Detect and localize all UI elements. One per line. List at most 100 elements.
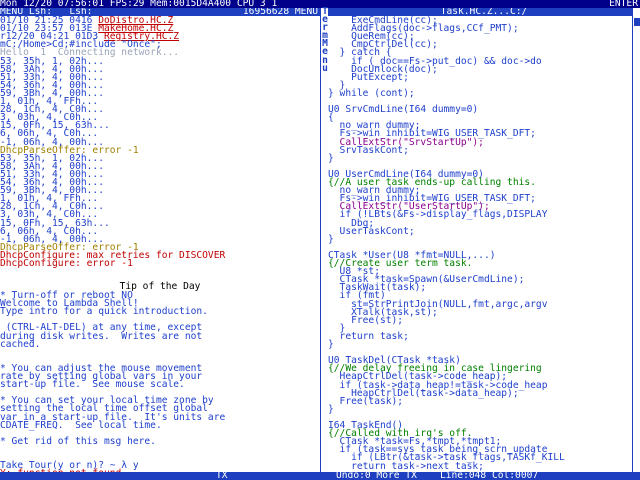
right-editor-pane[interactable]: Task.HC.Z...C:/ ExeCmdLine(cc); AddFlags…: [328, 8, 640, 472]
code-line[interactable]: } catch {: [328, 47, 392, 59]
terminal-line-text: 3, 03h, 4, C0h...: [0, 209, 99, 221]
tip-line: * Turn-off or reboot NO: [0, 290, 133, 301]
code-line[interactable]: XTalk(task,st);: [328, 306, 438, 318]
code-line[interactable]: return task->next_task;: [328, 460, 484, 472]
terminal-line-text: 54, 36h, 4, 00h...: [0, 79, 104, 91]
code-line[interactable]: QueRem(cc);: [328, 31, 415, 43]
code-line[interactable]: SrvTaskCont;: [328, 144, 409, 156]
code-line[interactable]: }: [328, 339, 334, 350]
terminal-line-text: 51, 33h, 4, 00h...: [0, 168, 104, 180]
code-line[interactable]: }: [328, 322, 346, 334]
code-line[interactable]: if (task==sys_task_being_scrn_update: [328, 444, 548, 456]
terminal-line-text: Hello 1 Connecting network...: [0, 47, 180, 59]
terminal-line: 01/10 23:57 013E MakeHome.HC.Z: [0, 23, 174, 35]
tip-line: CDATE_FREQ. See local time.: [0, 419, 162, 431]
tip-line: cached.: [0, 338, 41, 350]
terminal-line: 53, 35h, 1, 02h...: [0, 55, 104, 67]
right-scrollbar[interactable]: [632, 8, 640, 472]
code-line[interactable]: }: [328, 152, 334, 164]
code-line[interactable]: st=StrPrintJoin(NULL,fmt,argc,argv: [328, 298, 548, 310]
tip-line: * You can adjust the mouse movement: [0, 362, 203, 374]
terminal-line: DhcpParseOffer: error -1: [0, 144, 139, 156]
code-line[interactable]: }: [328, 233, 334, 245]
code-line[interactable]: no_warn dummy;: [328, 120, 421, 132]
tip-line: (CTRL-ALT-DEL) at any time, except: [0, 322, 203, 334]
code-line[interactable]: CTask *User(U8 *fmt=NULL,...): [328, 249, 496, 261]
terminal-line: 59, 3Bh, 4, 00h...: [0, 186, 104, 196]
code-line[interactable]: TaskWait(task);: [328, 282, 427, 294]
terminal-line-text: 53, 35h, 1, 02h...: [0, 55, 104, 67]
code-line[interactable]: {//Create user term task.: [328, 258, 473, 269]
terminal-line: 58, 3Ah, 4, 00h...: [0, 64, 104, 74]
code-line[interactable]: Free(task);: [328, 395, 404, 407]
terminal-line: 51, 33h, 4, 00h...: [0, 168, 104, 180]
status-bar: Mon 12/20 07:56:01 FPS:29 Mem:0015D4A400…: [0, 0, 640, 8]
terminal-line: 01/10 21:25 0416 DoDistro.HC.Z: [0, 15, 174, 26]
terminal-line-text: r12/20 04:21 01D3: [0, 31, 104, 43]
terminal-line-text: 01/10 21:25 0416: [0, 15, 99, 26]
terminal-line-text: 28, 1Ch, 4, C0h...: [0, 104, 104, 116]
tip-line: Take Tour(y or n)? ~ λ y: [0, 460, 139, 472]
terminal-line-text: 1, 01h, 4, FFh...: [0, 193, 99, 205]
code-line[interactable]: } while (cont);: [328, 87, 415, 99]
code-line[interactable]: {//We delay freeing in case lingering: [328, 363, 542, 375]
terminal-line: 3, 03h, 4, C0h...: [0, 113, 98, 123]
terminal-line: 1, 01h, 4, FFh...: [0, 193, 99, 205]
terminal-line: DhcpParseOffer: error -1: [0, 242, 139, 252]
code-line[interactable]: U0 SrvCmdLine(I64 dummy=0): [328, 104, 479, 116]
terminal-link[interactable]: Registry.HC.Z: [103, 31, 180, 43]
code-line[interactable]: if (!LBts(&Fs->display_flags,DISPLAY: [328, 209, 548, 221]
terminal-line: 54, 36h, 4, 00h...: [0, 178, 104, 188]
right-title-text: Task.HC.Z...C:/: [440, 8, 528, 16]
code-line[interactable]: I64 TaskEnd(): [328, 420, 404, 431]
code-line[interactable]: CallExtStr("SrvStartUp");: [328, 136, 484, 148]
terminal-link[interactable]: Cd;#include "Once";: [51, 39, 162, 51]
left-terminal-pane[interactable]: MENU Lsh: Lsh: 16956628 MENU 01/10 21:25…: [0, 8, 320, 472]
code-line[interactable]: Fs->win_inhibit=WIG_USER_TASK_DFT;: [328, 193, 536, 205]
terminal-line: 58, 3Ah, 4, 00h...: [0, 160, 104, 172]
code-line[interactable]: if (task->data_heap!=task->code_heap: [328, 379, 548, 391]
code-line[interactable]: if (fmt): [328, 290, 386, 302]
tip-line: var in a start-up file. It's units are: [0, 411, 226, 423]
code-line[interactable]: HeapCtrlDel(task->code_heap);: [328, 371, 508, 383]
terminal-line-text: 53, 35h, 1, 02h...: [0, 152, 104, 164]
right-bottom-label: Undo:0 More TX Line:048 Col:0007: [336, 472, 539, 480]
code-line[interactable]: U0 TaskDel(CTask *task): [328, 355, 461, 367]
status-text: Mon 12/20 07:56:01 FPS:29 Mem:0015D4A400…: [0, 0, 278, 8]
code-line[interactable]: U8 *st;: [328, 266, 380, 278]
code-line[interactable]: CTask *task=Fs,*tmpt,*tmpt1;: [328, 436, 502, 448]
left-menu-label[interactable]: MENU: [0, 8, 24, 16]
code-line[interactable]: }: [328, 79, 346, 91]
left-title-right: 16956628 MENU: [242, 8, 318, 16]
code-line[interactable]: DocUnlock(doc);: [328, 63, 438, 75]
code-line[interactable]: UserTaskCont;: [328, 225, 415, 237]
code-line[interactable]: CmpCtrlDel(cc);: [328, 39, 438, 51]
code-line[interactable]: U0 UserCmdLine(I64 dummy=0): [328, 168, 484, 180]
code-line[interactable]: if (_doc==Fs->put_doc) && doc->do: [328, 55, 542, 67]
code-line[interactable]: return task;: [328, 330, 409, 342]
code-line[interactable]: if (LBtr(&task->task_flags,TASKf_KILL: [328, 452, 565, 464]
terminal-line-text: 58, 3Ah, 4, 00h...: [0, 160, 104, 172]
code-line[interactable]: HeapCtrlDel(task->data_heap);: [328, 387, 519, 399]
code-line[interactable]: Free(st);: [328, 314, 404, 326]
terminal-link[interactable]: MakeHome.HC.Z: [98, 23, 174, 35]
terminal-link[interactable]: DoDistro.HC.Z: [98, 15, 174, 26]
code-line[interactable]: {//A user task ends-up calling this.: [328, 177, 536, 188]
code-line[interactable]: no_warn dummy;: [328, 185, 421, 197]
code-line[interactable]: CallExtStr("UserStartUp");: [328, 201, 490, 213]
code-line[interactable]: CTask *task=Spawn(&UserCmdLine);: [328, 274, 525, 286]
terminal-line: 28, 1Ch, 4, C0h...: [0, 104, 104, 116]
terminal-line-text: DhcpParseOffer: error -1: [0, 144, 139, 156]
code-line[interactable]: {//Called with irq's off.: [328, 428, 473, 440]
code-line[interactable]: ExeCmdLine(cc);: [328, 15, 438, 26]
terminal-line: -1, 06h, 4, 00h...: [0, 137, 104, 147]
code-line[interactable]: {: [328, 112, 334, 124]
terminal-line: r12/20 04:21 01D3 Registry.HC.Z: [0, 31, 180, 43]
code-line[interactable]: Dbg;: [328, 217, 375, 229]
code-line[interactable]: }: [328, 403, 334, 415]
code-line[interactable]: AddFlags(doc->flags,CCf_PMT);: [328, 23, 519, 35]
terminal-line-text: 1, 01h, 4, FFh...: [0, 96, 99, 107]
code-line[interactable]: PutExcept;: [328, 71, 409, 83]
code-line[interactable]: Fs->win_inhibit=WIG_USER_TASK_DFT;: [328, 128, 536, 140]
scroll-thumb[interactable]: [634, 18, 640, 26]
